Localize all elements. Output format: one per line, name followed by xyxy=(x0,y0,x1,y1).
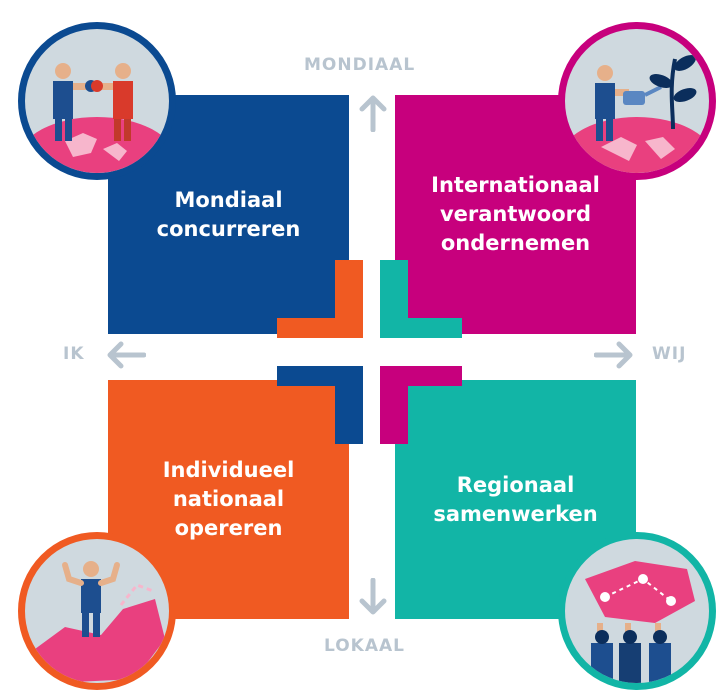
center-corner-bottom-right xyxy=(380,366,462,444)
strongman-on-map-icon xyxy=(18,532,176,690)
quadrant-label: Mondiaal concurreren xyxy=(156,187,301,241)
quadrant-label: Individueel nationaal opereren xyxy=(162,458,295,540)
watering-plant-icon xyxy=(558,22,716,180)
axis-label-left: IK xyxy=(63,344,85,364)
axis-label-right: WIJ xyxy=(652,344,687,364)
quadrant-label: Regionaal samenwerken xyxy=(433,472,598,526)
axis-label-bottom: LOKAAL xyxy=(324,636,405,656)
arrow-left-icon xyxy=(107,341,146,369)
arrow-right-icon xyxy=(594,341,633,369)
center-corner-top-left xyxy=(277,260,363,338)
boxing-people-icon xyxy=(18,22,176,180)
quadrant-regionaal-samenwerken: Regionaal samenwerken xyxy=(395,380,636,619)
center-corner-bottom-left xyxy=(277,366,363,444)
axis-label-top: MONDIAAL xyxy=(304,55,416,75)
arrow-down-icon xyxy=(359,578,387,615)
people-holding-map-icon xyxy=(558,532,716,690)
arrow-up-icon xyxy=(359,95,387,132)
center-corner-top-right xyxy=(380,260,462,338)
quadrant-label: Internationaal verantwoord ondernemen xyxy=(431,173,600,255)
